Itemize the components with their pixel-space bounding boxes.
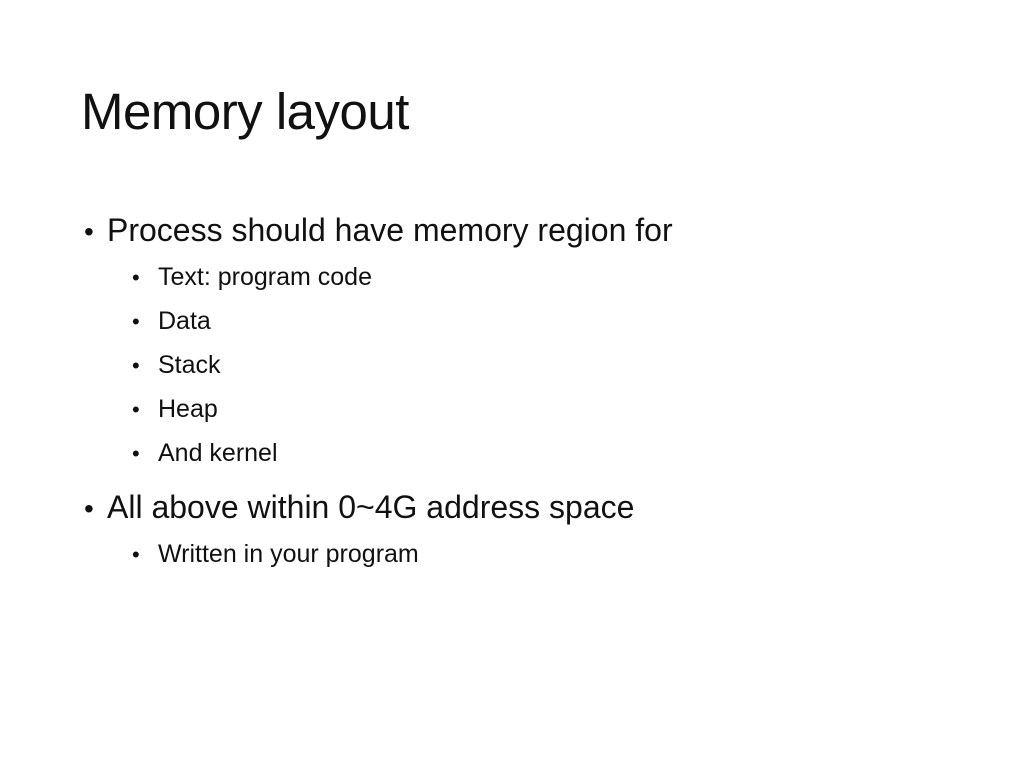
bullet-dot-icon: • (132, 265, 140, 290)
bullet-dot-icon: • (132, 353, 140, 378)
sub-bullet-text: Written in your program (158, 540, 419, 568)
sub-bullet-text: And kernel (158, 439, 278, 467)
sub-bullet-text: Stack (158, 351, 221, 379)
bullet-address-space: • All above within 0~4G address space (84, 487, 634, 529)
bullet-dot-icon: • (132, 441, 140, 466)
sub-bullet-data-region: • Data (132, 306, 211, 337)
bullet-process-regions: • Process should have memory region for (84, 210, 673, 252)
sub-bullet-text: Text: program code (158, 263, 372, 291)
sub-bullet-kernel-region: • And kernel (132, 438, 278, 469)
sub-bullet-text: Data (158, 307, 211, 335)
slide-title: Memory layout (81, 83, 409, 140)
sub-bullet-text-region: • Text: program code (132, 262, 372, 293)
bullet-dot-icon: • (132, 397, 140, 422)
sub-bullet-written-in-program: • Written in your program (132, 539, 419, 570)
bullet-dot-icon: • (84, 493, 94, 524)
sub-bullet-stack-region: • Stack (132, 350, 221, 381)
sub-bullet-heap-region: • Heap (132, 394, 218, 425)
bullet-dot-icon: • (132, 309, 140, 334)
bullet-text: Process should have memory region for (107, 212, 673, 248)
bullet-text: All above within 0~4G address space (107, 489, 635, 525)
sub-bullet-text: Heap (158, 395, 218, 423)
bullet-dot-icon: • (132, 542, 140, 567)
bullet-dot-icon: • (84, 216, 94, 247)
